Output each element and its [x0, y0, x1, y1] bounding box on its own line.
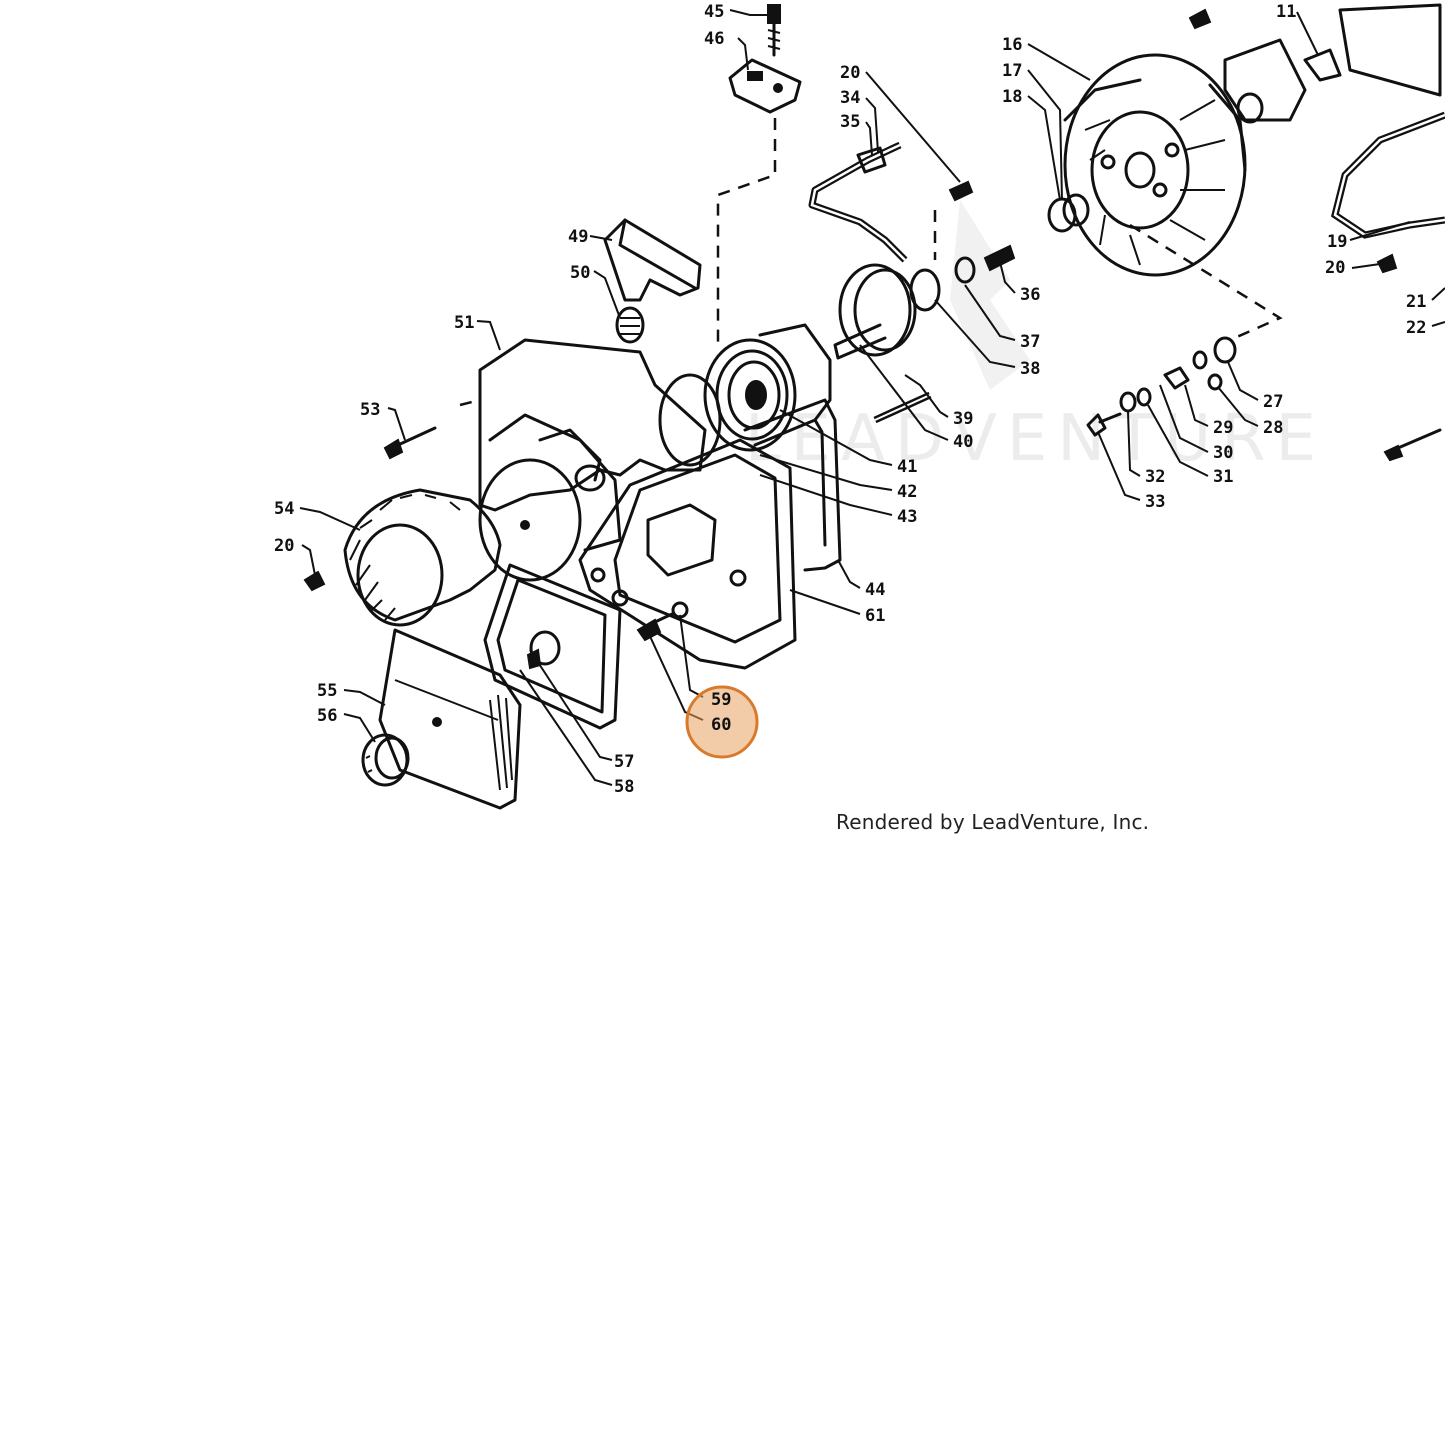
callout-53[interactable]: 53: [360, 400, 380, 420]
callout-36[interactable]: 36: [1020, 285, 1040, 305]
flywheel-part-16: [1063, 53, 1247, 277]
callout-37[interactable]: 37: [1020, 332, 1040, 352]
pulley-part-38: [833, 256, 976, 360]
callout-21[interactable]: 21: [1406, 292, 1426, 312]
screw-part-59: [636, 612, 674, 642]
assembly-line: [716, 118, 777, 350]
callout-30[interactable]: 30: [1213, 443, 1233, 463]
filter-element-part-54: [343, 488, 502, 627]
callout-20-left[interactable]: 20: [274, 536, 294, 556]
callout-39[interactable]: 39: [953, 409, 973, 429]
callout-41[interactable]: 41: [897, 457, 917, 477]
starter-housing-part-51: [478, 338, 722, 582]
pin-part-39: [873, 391, 932, 424]
wire-rod-part-34: [808, 141, 908, 263]
callout-27[interactable]: 27: [1263, 392, 1283, 412]
callout-44[interactable]: 44: [865, 580, 885, 600]
watermark-text: LEADVENTURE: [745, 402, 1326, 476]
assembly-line: [1129, 223, 1283, 342]
callout-57[interactable]: 57: [614, 752, 634, 772]
callout-22[interactable]: 22: [1406, 318, 1426, 338]
callout-61[interactable]: 61: [865, 606, 885, 626]
callout-19[interactable]: 19: [1327, 232, 1347, 252]
callout-38[interactable]: 38: [1020, 359, 1040, 379]
screw-part-53: [383, 426, 437, 460]
callout-20-top[interactable]: 20: [840, 63, 860, 83]
assembly-line: [459, 398, 481, 407]
callout-46[interactable]: 46: [704, 29, 724, 49]
filter-base-part-61: [578, 438, 797, 670]
screw-part-36: [983, 244, 1016, 272]
clip-part-46: [728, 58, 802, 114]
callout-58[interactable]: 58: [614, 777, 634, 797]
callout-33[interactable]: 33: [1145, 492, 1165, 512]
screw-part-20-left: [303, 570, 326, 592]
handlebar-part-19: [1331, 111, 1445, 462]
callout-49[interactable]: 49: [568, 227, 588, 247]
callout-28[interactable]: 28: [1263, 418, 1283, 438]
callout-40[interactable]: 40: [953, 432, 973, 452]
callout-35[interactable]: 35: [840, 112, 860, 132]
callout-31[interactable]: 31: [1213, 467, 1233, 487]
callout-51[interactable]: 51: [454, 313, 474, 333]
callout-16[interactable]: 16: [1002, 35, 1022, 55]
callout-55[interactable]: 55: [317, 681, 337, 701]
callout-29[interactable]: 29: [1213, 418, 1233, 438]
callout-60[interactable]: 60: [711, 715, 731, 735]
callout-50[interactable]: 50: [570, 263, 590, 283]
screw-part-20-top: [948, 180, 974, 202]
screw-part-45: [767, 4, 781, 57]
small-parts-27-33: [1086, 336, 1237, 437]
gasket-part-57: [483, 563, 622, 730]
nut-part-17: [1047, 193, 1090, 233]
watermark-logo: [950, 200, 1030, 390]
callout-labels: 45 46 20 34 35 16 17 18 11 19 20 21 22 3…: [274, 2, 1426, 797]
callout-34[interactable]: 34: [840, 88, 860, 108]
callout-56[interactable]: 56: [317, 706, 337, 726]
callout-54[interactable]: 54: [274, 499, 294, 519]
render-credit: Rendered by LeadVenture, Inc.: [836, 810, 1150, 834]
gasket-part-44: [743, 398, 842, 572]
insert-part-50: [615, 306, 645, 344]
spring-part-41: [703, 323, 832, 452]
callout-20-right[interactable]: 20: [1325, 258, 1345, 278]
callout-43[interactable]: 43: [897, 507, 917, 527]
callout-18[interactable]: 18: [1002, 87, 1022, 107]
callout-45[interactable]: 45: [704, 2, 724, 22]
ignition-part-top: [1188, 3, 1442, 124]
filter-cover-part-55: [378, 628, 522, 810]
callout-32[interactable]: 32: [1145, 467, 1165, 487]
callout-42[interactable]: 42: [897, 482, 917, 502]
callout-59[interactable]: 59: [711, 690, 731, 710]
handle-part-49: [603, 218, 702, 302]
callout-17[interactable]: 17: [1002, 61, 1022, 81]
knob-part-56: [361, 733, 410, 787]
callout-11[interactable]: 11: [1276, 2, 1296, 22]
highlight-circle[interactable]: [685, 685, 759, 759]
